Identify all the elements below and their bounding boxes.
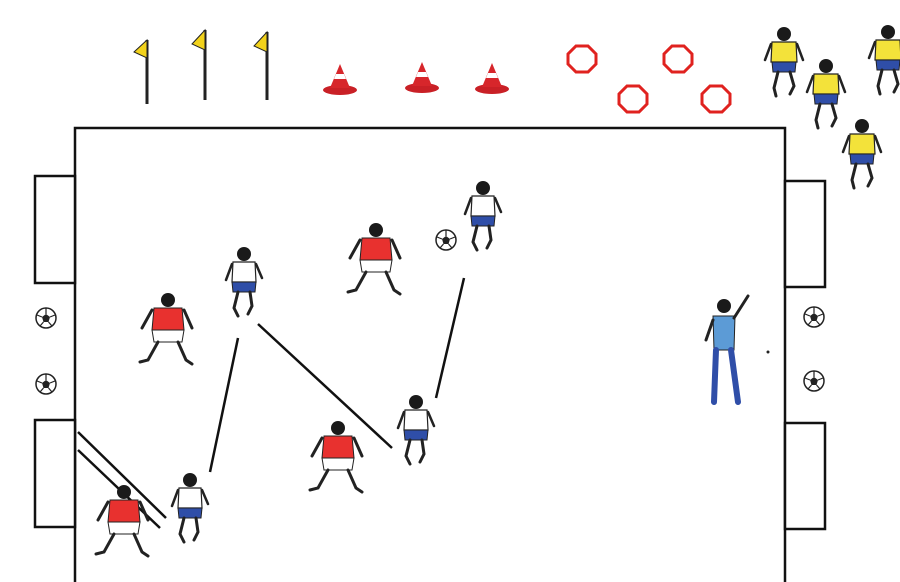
ring-icon xyxy=(664,46,692,72)
ring-icon xyxy=(568,46,596,72)
white-player xyxy=(398,395,434,464)
flag-icon xyxy=(134,40,147,104)
white-player xyxy=(465,181,501,250)
side-ball-right-1 xyxy=(804,307,824,327)
red-player xyxy=(310,421,362,492)
red-player xyxy=(348,223,400,294)
cone-icon xyxy=(323,64,357,95)
ring-icon xyxy=(619,86,647,112)
flag-icon xyxy=(254,32,267,100)
white-player xyxy=(226,247,262,316)
match-ball xyxy=(436,230,456,250)
yellow-player xyxy=(807,59,845,128)
coach xyxy=(706,296,770,402)
left-goal-bottom xyxy=(35,420,75,527)
yellow-player xyxy=(843,119,881,188)
cone-icon xyxy=(475,63,509,94)
red-player xyxy=(140,293,192,364)
pass-lines xyxy=(78,278,464,528)
right-goal-bottom xyxy=(785,423,825,529)
right-goal-top xyxy=(785,181,825,287)
red-player xyxy=(96,485,148,556)
yellow-player xyxy=(765,27,803,96)
cone-icon xyxy=(405,62,439,93)
side-ball-right-2 xyxy=(804,371,824,391)
white-player xyxy=(172,473,208,542)
left-goal-top xyxy=(35,176,75,283)
side-ball-left-2 xyxy=(36,374,56,394)
yellow-player xyxy=(869,25,900,94)
flag-icon xyxy=(192,30,205,100)
ring-icon xyxy=(702,86,730,112)
side-ball-left-1 xyxy=(36,308,56,328)
